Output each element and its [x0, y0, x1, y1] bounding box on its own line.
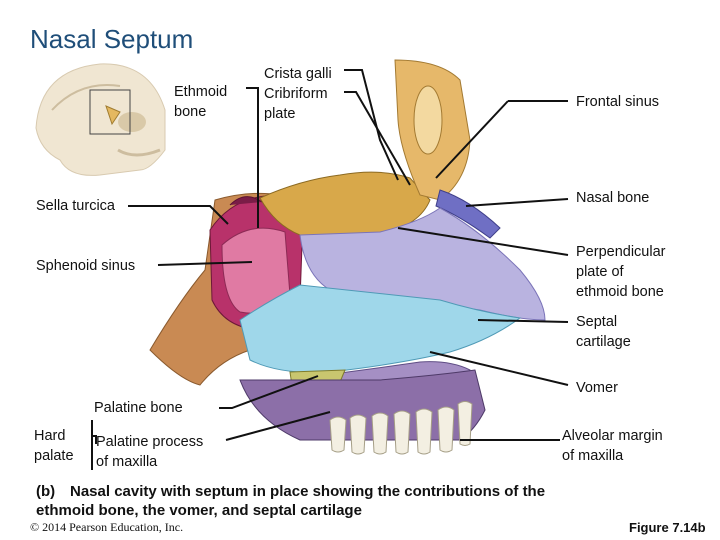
- label-vomer: Vomer: [576, 380, 618, 396]
- label-septal-cartilage: Septal cartilage: [576, 314, 631, 350]
- skull-inset: [35, 63, 166, 176]
- label-nasal-bone: Nasal bone: [576, 190, 650, 206]
- label-alveolar-margin: Alveolar margin of maxilla: [562, 428, 663, 464]
- caption-tag: (b): [36, 483, 56, 500]
- ethmoid-cribriform: [259, 171, 431, 236]
- label-palatine-process: Palatine process of maxilla: [96, 434, 204, 470]
- page-title: Nasal Septum: [30, 24, 194, 54]
- label-perpendicular-plate: Perpendicular plate of ethmoid bone: [576, 244, 666, 300]
- label-sella-turcica: Sella turcica: [36, 198, 115, 214]
- label-ethmoid-bone: Ethmoid bone: [174, 84, 228, 120]
- figure-label: Figure 7.14b: [629, 520, 706, 535]
- label-crista-galli-cribriform-plate: Crista galli Cribriform plate: [264, 66, 332, 122]
- label-frontal-sinus: Frontal sinus: [576, 94, 660, 110]
- label-hard-palate: Hard palate: [34, 428, 74, 464]
- teeth: [329, 401, 473, 455]
- leader-lines: [91, 69, 569, 470]
- label-palatine-bone: Palatine bone: [94, 400, 183, 416]
- caption-text: Nasal cavity with septum in place showin…: [36, 483, 546, 519]
- nasal-bone: [435, 189, 501, 239]
- copyright: © 2014 Pearson Education, Inc.: [30, 520, 184, 534]
- label-sphenoid-sinus: Sphenoid sinus: [36, 258, 136, 274]
- frontal-sinus-cavity: [413, 85, 443, 155]
- figure-caption: (b)Nasal cavity with septum in place sho…: [36, 482, 676, 520]
